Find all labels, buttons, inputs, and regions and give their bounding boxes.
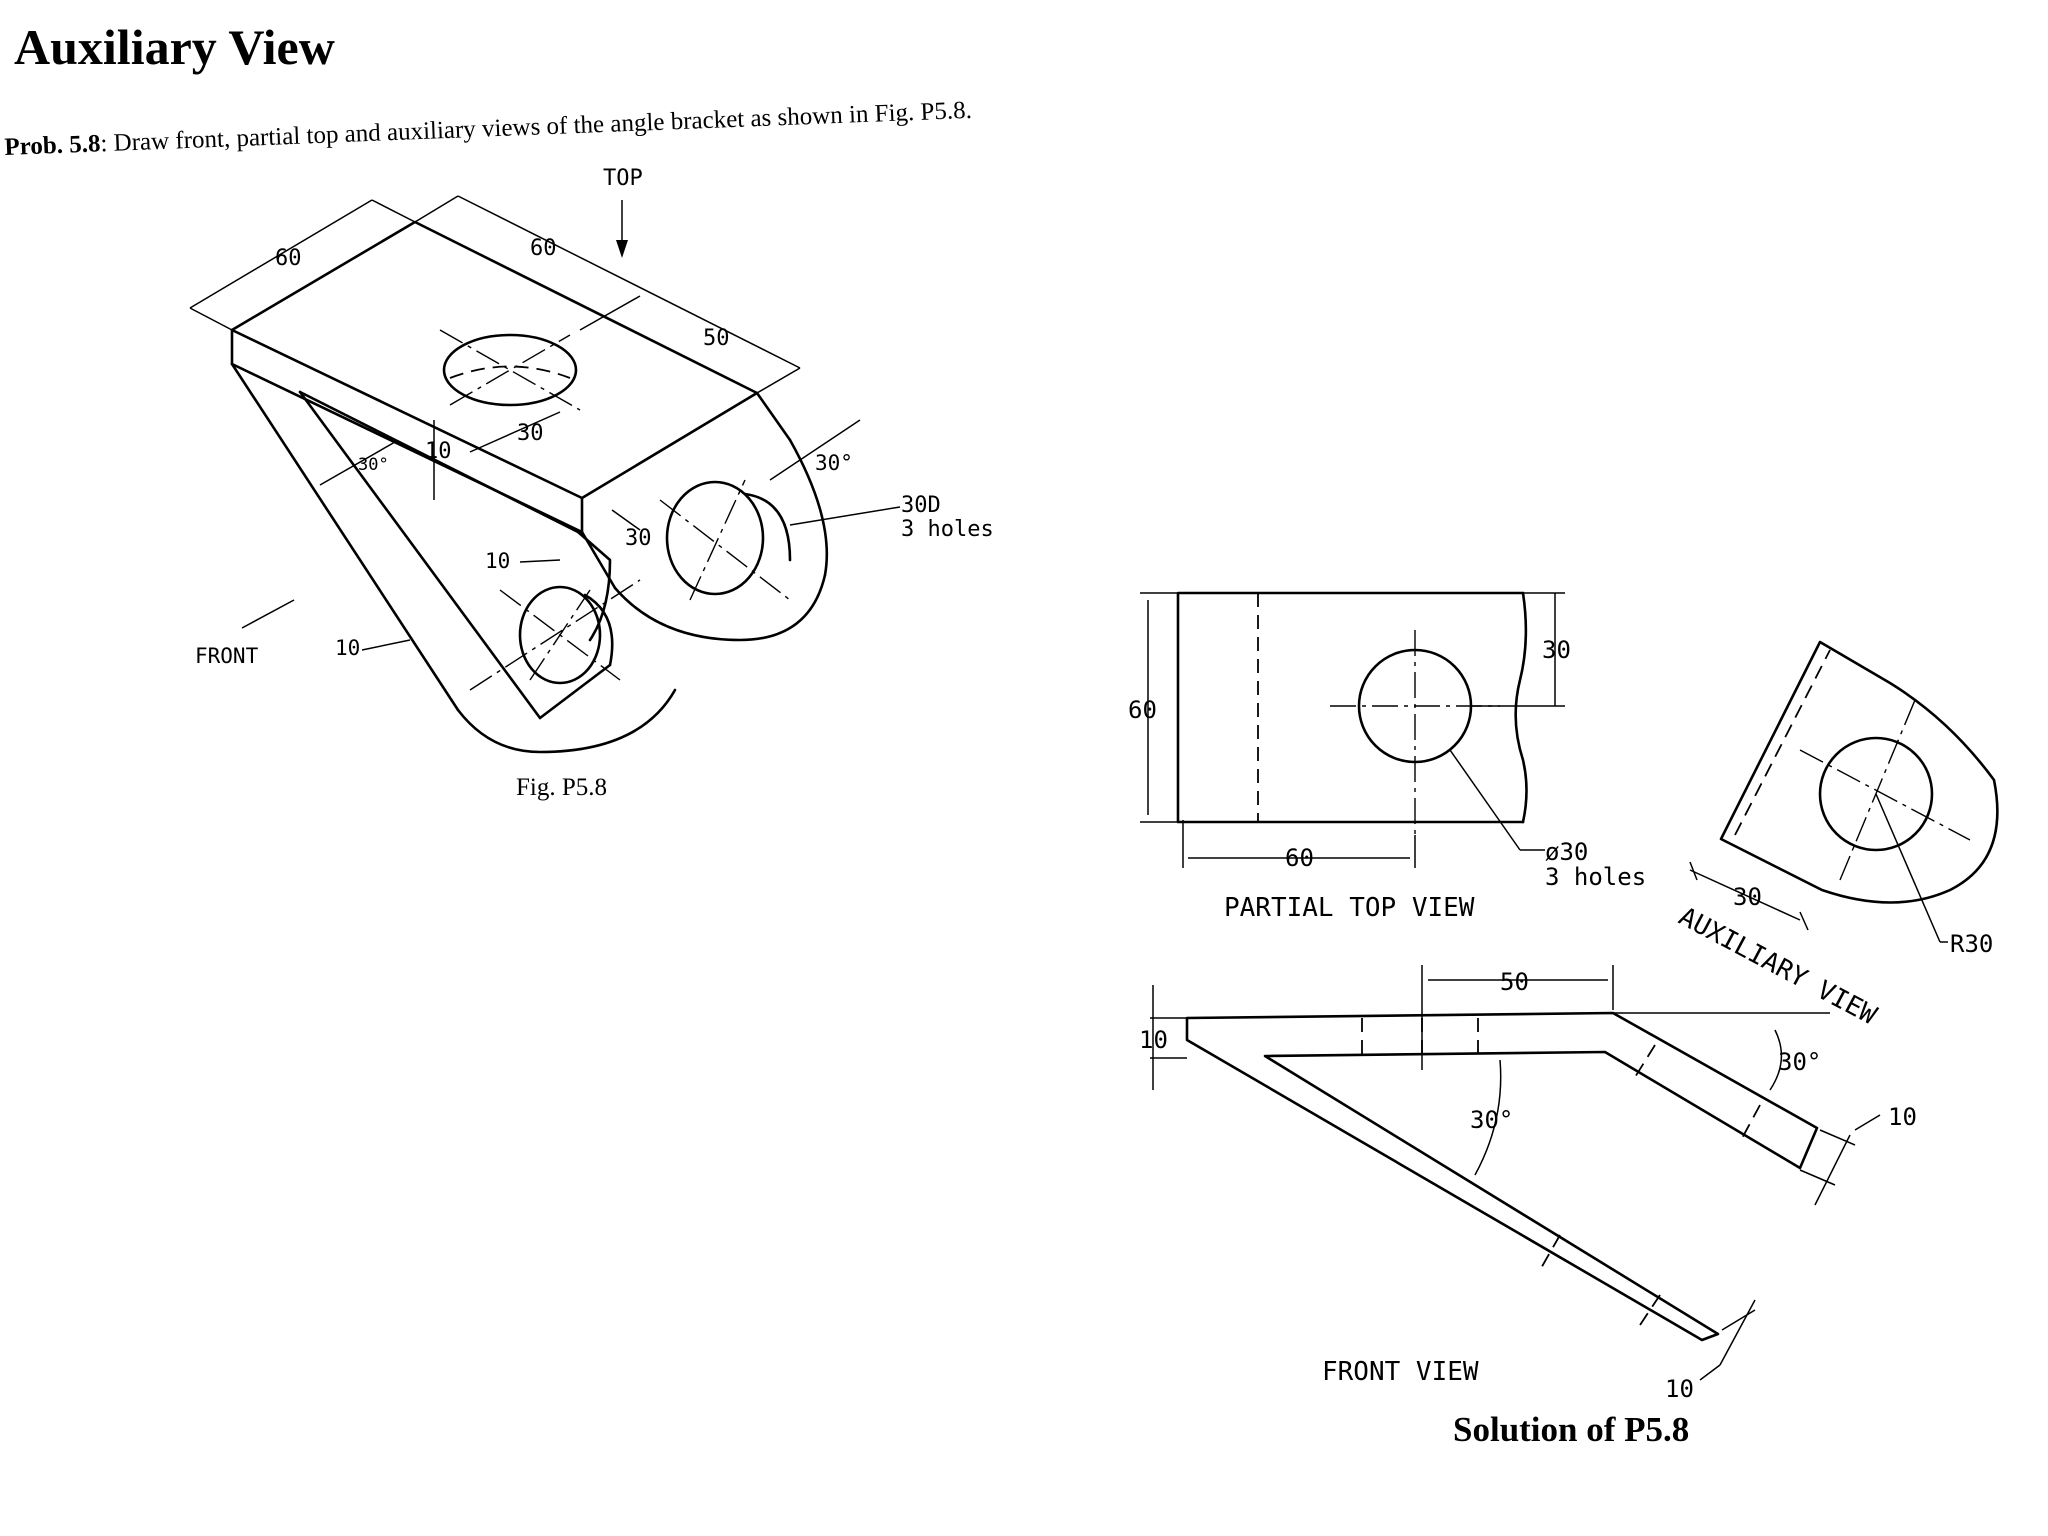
angle-30-left: 30° (358, 455, 389, 475)
pictorial-dimensions: 60 60 50 30 10 30° 30° 30 10 10 30D 3 ho… (189, 195, 994, 660)
dim-60-length: 60 (530, 236, 557, 261)
holes-note-count: 3 holes (901, 517, 994, 542)
aux-view-radius: R30 (1950, 930, 1993, 958)
top-view-dim-60: 60 (1128, 696, 1157, 724)
angle-30-right: 30° (815, 451, 853, 475)
solution-caption: Solution of P5.8 (1453, 1410, 1690, 1449)
front-arrow-label: FRONT (195, 644, 259, 668)
front-view-angle-30-center: 30° (1470, 1106, 1513, 1134)
pictorial-view: TOP FRONT (189, 166, 994, 754)
top-view-dim-30: 30 (1542, 636, 1571, 664)
holes-note-size: 30D (901, 493, 941, 518)
page-title: Auxiliary View (14, 19, 335, 75)
front-arrow: FRONT (195, 599, 295, 668)
top-view-dim-60-bottom: 60 (1285, 844, 1314, 872)
front-view-dim-10-bottom: 10 (1665, 1375, 1694, 1403)
figure-caption: Fig. P5.8 (516, 774, 608, 801)
front-view-dim-50: 50 (1500, 968, 1529, 996)
top-hole (442, 333, 578, 407)
front-view: 50 10 30° 30° 10 10 FRONT VIEW (1139, 965, 1917, 1403)
front-view-dim-10-left: 10 (1139, 1026, 1168, 1054)
top-view-hole-size: ø30 (1545, 838, 1588, 866)
top-arrow-label: TOP (603, 166, 643, 191)
auxiliary-view-label: AUXILIARY VIEW (1674, 902, 1882, 1032)
dim-30-top: 30 (517, 421, 544, 446)
front-view-label: FRONT VIEW (1322, 1357, 1479, 1387)
lower-hole (518, 585, 602, 685)
dim-30-hole: 30 (625, 526, 652, 551)
partial-top-view-label: PARTIAL TOP VIEW (1224, 893, 1475, 923)
auxiliary-view: 30 R30 AUXILIARY VIEW (1674, 640, 1999, 1032)
dim-10-mid: 10 (485, 549, 510, 573)
dim-60-width: 60 (275, 246, 302, 271)
top-view-hole-count: 3 holes (1545, 863, 1646, 891)
front-view-angle-30-right: 30° (1778, 1048, 1821, 1076)
front-view-dim-10-right: 10 (1888, 1103, 1917, 1131)
holes (439, 329, 792, 691)
dim-50: 50 (703, 326, 730, 351)
partial-top-view: 60 30 60 ø30 3 holes PARTIAL TOP VIEW (1128, 591, 1646, 923)
aux-view-dim-30: 30 (1733, 883, 1762, 911)
dim-10-bottom: 10 (335, 636, 360, 660)
top-arrow: TOP (603, 166, 643, 258)
dim-10-thickness: 10 (425, 439, 452, 464)
aux-view-hole (1818, 736, 1934, 852)
right-hole (665, 480, 765, 596)
